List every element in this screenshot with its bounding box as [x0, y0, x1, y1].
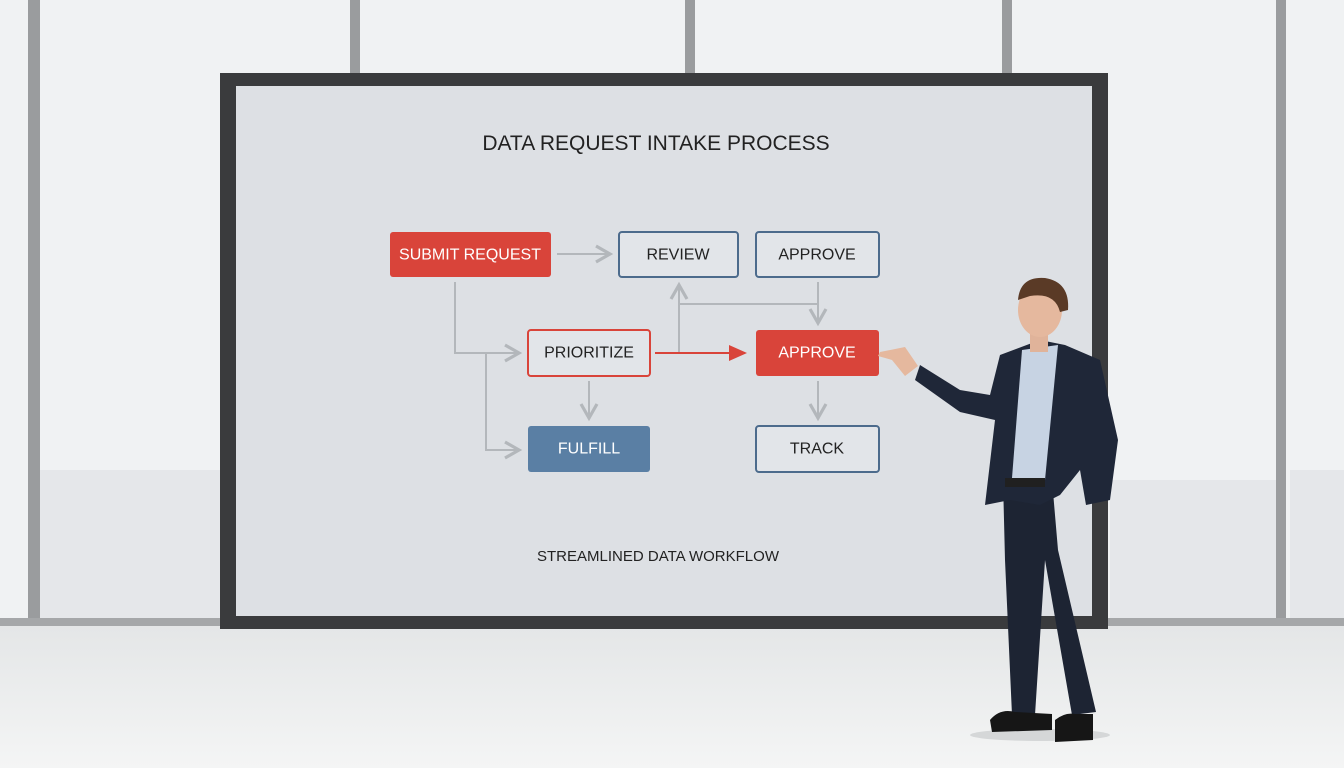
- presenter-figure: [878, 277, 1118, 742]
- node-fulfill: FULFILL: [528, 426, 650, 472]
- node-label: REVIEW: [646, 247, 710, 264]
- node-approve-main: APPROVE: [756, 330, 879, 376]
- node-label: APPROVE: [778, 345, 855, 362]
- diagram-subtitle: STREAMLINED DATA WORKFLOW: [537, 548, 780, 565]
- arrow-submit-prioritize: [454, 282, 523, 363]
- node-label: TRACK: [790, 441, 845, 458]
- node-track: TRACK: [755, 425, 880, 473]
- node-label: SUBMIT REQUEST: [399, 247, 541, 264]
- node-prioritize: PRIORITIZE: [527, 329, 651, 377]
- node-submit-request: SUBMIT REQUEST: [390, 232, 551, 277]
- node-review: REVIEW: [618, 231, 739, 278]
- arrow-submit-fulfill: [485, 353, 523, 460]
- node-label: APPROVE: [778, 247, 855, 264]
- diagram-title: DATA REQUEST INTAKE PROCESS: [482, 132, 829, 155]
- node-approve-top: APPROVE: [755, 231, 880, 278]
- node-label: FULFILL: [558, 441, 620, 458]
- presentation-screen: [220, 73, 1108, 629]
- node-label: PRIORITIZE: [544, 345, 634, 362]
- connectors: [454, 244, 828, 460]
